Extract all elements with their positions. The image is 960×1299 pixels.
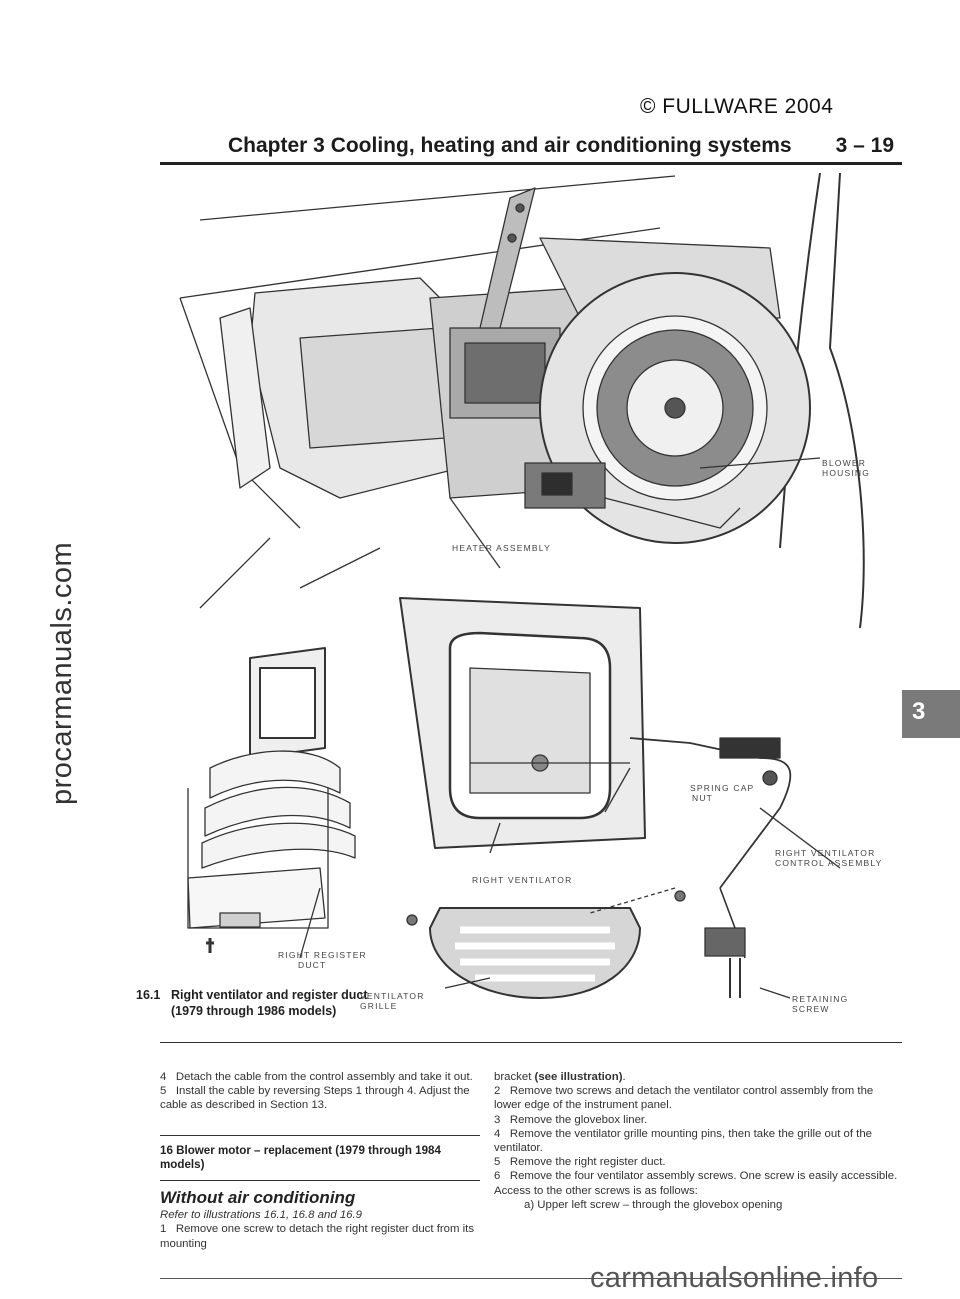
label-right-ventilator-control: RIGHT VENTILATOR CONTROL ASSEMBLY (775, 848, 883, 868)
label-right-ventilator: RIGHT VENTILATOR (472, 875, 573, 885)
section-rule-top (160, 1134, 480, 1136)
label-screw-line2: SCREW (792, 1004, 830, 1014)
step-text: Remove one screw to detach the right reg… (160, 1223, 475, 1250)
step-number: 5 (160, 1085, 167, 1098)
label-grille-line1: VENTILATOR (360, 991, 425, 1001)
label-control-line1: RIGHT VENTILATOR (775, 848, 876, 858)
figure-illustration (179, 172, 865, 999)
caption-number: 16.1 (136, 988, 161, 1002)
label-register-line1: RIGHT REGISTER (278, 950, 367, 960)
refer-note: Refer to illustrations 16.1, 16.8 and 16… (160, 1209, 362, 1222)
header-rule (160, 162, 902, 165)
label-spring-cap-nut: SPRING CAP NUT (690, 783, 754, 803)
paragraph-6a: a) Upper left screw – through the gloveb… (524, 1198, 783, 1211)
section-rule-bottom (160, 1180, 480, 1182)
figure-16-1: BLOWER HOUSING HEATER ASSEMBLY SPRING CA… (160, 168, 900, 1026)
chapter-tab: 3 (902, 690, 960, 738)
step-number: 2 (494, 1085, 501, 1098)
paragraph-1: 1 Remove one screw to detach the right r… (160, 1222, 480, 1250)
step-text: Remove the right register duct. (509, 1156, 666, 1169)
label-ventilator-grille: VENTILATOR GRILLE (360, 991, 425, 1011)
step-number: 4 (160, 1071, 167, 1083)
step-number: 3 (494, 1113, 501, 1126)
continued-text: bracket (494, 1071, 535, 1083)
chapter-tab-number: 3 (912, 698, 926, 725)
step-text: Remove the four ventilator assembly scre… (494, 1170, 898, 1197)
label-right-register-duct: RIGHT REGISTER DUCT (278, 950, 367, 970)
label-blower-housing: BLOWER HOUSING (822, 458, 870, 478)
text-column-right: bracket (see illustration). 2 Remove two… (494, 1070, 902, 1212)
page-header: Chapter 3 Cooling, heating and air condi… (228, 134, 900, 158)
label-blower-housing-line1: BLOWER (822, 458, 867, 468)
step-text: Remove two screws and detach the ventila… (494, 1085, 874, 1112)
chapter-title: Chapter 3 Cooling, heating and air condi… (228, 134, 792, 157)
step-number: 5 (494, 1156, 501, 1169)
paragraph-5: 5 Install the cable by reversing Steps 1… (160, 1084, 480, 1112)
paragraph-4: 4 Detach the cable from the control asse… (160, 1070, 480, 1084)
step-text: Remove the ventilator grille mounting pi… (494, 1127, 873, 1155)
paragraph-5: 5 Remove the right register duct. (494, 1155, 902, 1169)
see-illustration: (see illustration) (534, 1071, 623, 1083)
label-blower-housing-line2: HOUSING (822, 468, 871, 478)
step-number: 1 (160, 1223, 167, 1236)
label-heater-assembly: HEATER ASSEMBLY (452, 543, 551, 553)
step-text: Detach the cable from the control assemb… (175, 1071, 473, 1083)
figure-rule (160, 1042, 902, 1043)
step-text: Install the cable by reversing Steps 1 t… (160, 1085, 470, 1112)
page-number: 3 – 19 (835, 134, 894, 157)
label-retaining-screw: RETAINING SCREW (792, 994, 848, 1014)
watermark-bottom: carmanualsonline.info (590, 1262, 879, 1294)
label-spring-cap-line1: SPRING CAP (690, 783, 755, 793)
text-column-left: 4 Detach the cable from the control asse… (160, 1070, 480, 1251)
section-title: 16 Blower motor – replacement (1979 thro… (160, 1143, 441, 1171)
step-number: 6 (494, 1170, 501, 1183)
watermark-top: © FULLWARE 2004 (640, 95, 834, 118)
caption-line1: Right ventilator and register duct (171, 988, 368, 1002)
paragraph-2: 2 Remove two screws and detach the venti… (494, 1084, 902, 1112)
bottom-rule (160, 1278, 902, 1279)
figure-caption: 16.1 Right ventilator and register duct (… (136, 987, 368, 1019)
label-screw-line1: RETAINING (792, 994, 849, 1004)
subheading: Without air conditioning (160, 1188, 356, 1208)
paragraph-3: 3 Remove the glovebox liner. (494, 1113, 902, 1127)
label-register-line2: DUCT (298, 960, 327, 970)
paragraph-4: 4 Remove the ventilator grille mounting … (494, 1127, 902, 1155)
step-text: Remove the glovebox liner. (509, 1113, 648, 1126)
label-spring-cap-line2: NUT (692, 793, 714, 803)
paragraph-6: 6 Remove the four ventilator assembly sc… (494, 1169, 902, 1197)
continued-end: . (622, 1071, 626, 1083)
label-control-line2: CONTROL ASSEMBLY (775, 858, 883, 868)
step-number: 4 (494, 1127, 501, 1140)
side-watermark: procarmanuals.com (46, 541, 78, 805)
label-grille-line2: GRILLE (360, 1001, 398, 1011)
paragraph-continued: bracket (see illustration). (494, 1070, 902, 1084)
caption-line2: (1979 through 1986 models) (171, 1004, 337, 1018)
